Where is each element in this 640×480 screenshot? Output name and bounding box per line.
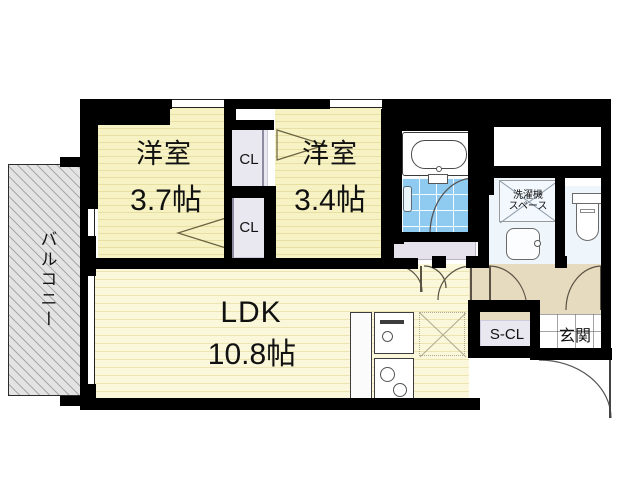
wall-hall-toilet-sep <box>555 256 567 268</box>
wall-under-bath-2 <box>432 256 446 268</box>
hall-door-swing-1-icon <box>395 265 423 293</box>
balcony-label: バルコニー <box>37 230 57 330</box>
closet-upper-label: CL <box>239 150 259 168</box>
room-left-size: 3.7帖 <box>130 184 202 217</box>
window-room-right-top <box>328 99 384 108</box>
hall-door-swing-2-icon <box>423 265 447 289</box>
wall-ldk-right-edge <box>468 300 480 358</box>
closet-lower-door-line <box>232 196 234 258</box>
room-right-size: 3.4帖 <box>294 184 366 217</box>
ldk-size: 10.8帖 <box>207 338 297 371</box>
ldk-door-swing-icon <box>437 265 473 301</box>
wall-closet-right <box>264 186 276 266</box>
window-room-left-top <box>170 99 226 108</box>
shoe-closet-label: S-CL <box>489 325 525 343</box>
wall-top-left-notch <box>80 99 170 125</box>
room-right-door-indicator-icon <box>276 129 328 161</box>
room-left-floor <box>98 108 224 266</box>
sink-drain-icon <box>534 240 541 247</box>
bath-step-icon <box>428 174 448 184</box>
wall-balcony-bottom-cap <box>60 396 96 406</box>
closet-lower-label: CL <box>239 218 259 236</box>
wall-bedroom-right-edge <box>381 109 394 266</box>
washer-space-label-line1: 洗濯機 <box>513 189 543 201</box>
wall-closet-left <box>224 120 232 192</box>
wall-right-washroom-top <box>489 166 611 178</box>
refrigerator-space <box>419 312 467 358</box>
wall-closet-divider-mid <box>224 186 274 198</box>
wall-bath-left <box>392 120 402 242</box>
room-left-name: 洋室 <box>136 138 192 169</box>
kitchen-counter <box>350 312 372 406</box>
toilet-seat-line-icon <box>580 209 595 213</box>
wall-bottom-right <box>468 346 540 358</box>
wall-bath-bottom <box>394 232 478 242</box>
wall-washroom-left <box>478 166 489 266</box>
closet-lower <box>230 196 268 258</box>
wall-right-bottom <box>601 306 611 360</box>
bath-small-basin-icon <box>403 186 412 212</box>
closet-upper-door-line <box>262 128 264 190</box>
wall-closet-left-lower <box>224 186 232 266</box>
room-left-door-indicator-icon <box>175 217 227 249</box>
wall-bottom <box>80 398 480 410</box>
wall-hall-divider <box>468 300 540 312</box>
entrance-door-swing-icon <box>538 359 612 419</box>
washer-space-label-line2: スペース <box>508 201 548 212</box>
wall-balcony-top-cap <box>60 157 96 167</box>
wall-top-right-ext <box>494 99 611 127</box>
wall-right-outer <box>601 166 611 358</box>
bath-tiled-floor <box>402 178 474 234</box>
shoe-closet <box>480 320 534 348</box>
kitchen-sink <box>374 312 414 354</box>
washer-space <box>499 180 559 224</box>
wall-under-bedrooms-right <box>394 258 418 269</box>
balcony-area <box>8 164 86 396</box>
wall-toilet-left <box>555 176 565 266</box>
wall-under-bedrooms <box>86 258 394 269</box>
wall-top-mid-1 <box>160 99 172 109</box>
entrance-label: 玄関 <box>558 328 591 345</box>
wall-entrance-left <box>530 306 540 358</box>
wall-hall-washroom-sep <box>478 258 489 268</box>
ldk-name: LDK <box>220 296 282 329</box>
room-right-name: 洋室 <box>302 138 358 169</box>
wall-top-mid-2 <box>224 99 330 109</box>
wall-left-outer-strip <box>80 186 88 410</box>
washer-space-label: 洗濯機 スペース <box>499 180 557 222</box>
toilet-door-swing-icon <box>565 265 603 311</box>
bathtub <box>402 132 474 176</box>
wall-entrance-bottom <box>530 348 612 360</box>
wall-closet-divider-top <box>224 120 274 130</box>
wall-right-upper <box>601 99 611 187</box>
wall-bath-right-edge <box>468 124 480 240</box>
